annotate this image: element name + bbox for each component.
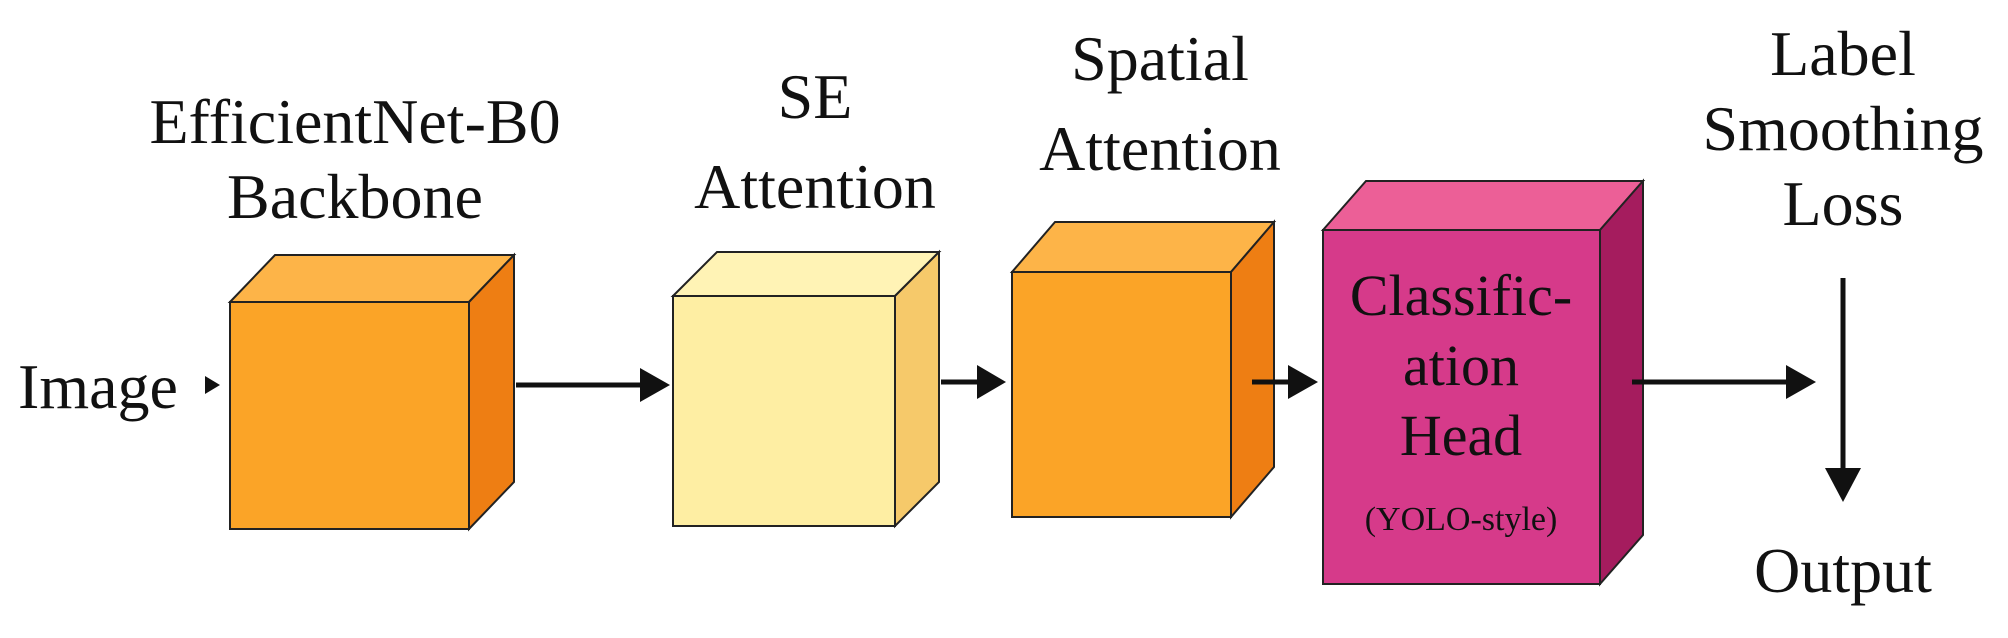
classification-head-block	[1320, 178, 1646, 587]
spatial-title-line-1: Spatial	[1071, 23, 1249, 94]
loss-label-line-1: Label	[1770, 18, 1916, 89]
arrowhead-backbone-to-se	[640, 368, 670, 402]
se-block-side	[894, 249, 940, 529]
arrowhead-head-to-loss	[1786, 365, 1816, 399]
head-label-line-3: Head	[1400, 403, 1522, 468]
head-subtitle: (YOLO-style)	[1365, 501, 1558, 538]
head-label-line-1: Classific-	[1350, 263, 1572, 328]
backbone-title-line-2: Backbone	[227, 161, 483, 232]
backbone-block-top	[227, 254, 517, 303]
spatial-block-side	[1230, 219, 1275, 520]
backbone-block	[227, 252, 517, 532]
arrowhead-spatial-to-head	[1288, 365, 1318, 399]
input-label: Image	[18, 351, 178, 422]
loss-label-line-2: Smoothing	[1703, 93, 1984, 164]
head-block-front	[1322, 229, 1601, 585]
head-label-line-2: ation	[1403, 333, 1519, 398]
se-attention-block	[670, 249, 942, 529]
head-block-top	[1320, 180, 1646, 231]
backbone-title-line-1: EfficientNet-B0	[149, 86, 560, 157]
input-arrow	[205, 376, 220, 394]
se-block-front	[672, 295, 896, 527]
spatial-title-line-2: Attention	[1039, 113, 1281, 184]
spatial-attention-block	[1009, 219, 1277, 520]
arrowhead-se-to-spatial	[977, 365, 1006, 399]
se-title-line-1: SE	[778, 61, 853, 132]
se-block-top	[670, 251, 942, 297]
backbone-block-side	[468, 252, 515, 532]
loss-label-line-3: Loss	[1783, 168, 1904, 239]
spatial-block-front	[1011, 271, 1232, 518]
backbone-block-front	[229, 301, 470, 530]
arrowhead-loss-to-output	[1825, 468, 1861, 502]
output-label: Output	[1754, 535, 1932, 606]
spatial-block-top	[1009, 221, 1277, 273]
se-title-line-2: Attention	[694, 151, 936, 222]
